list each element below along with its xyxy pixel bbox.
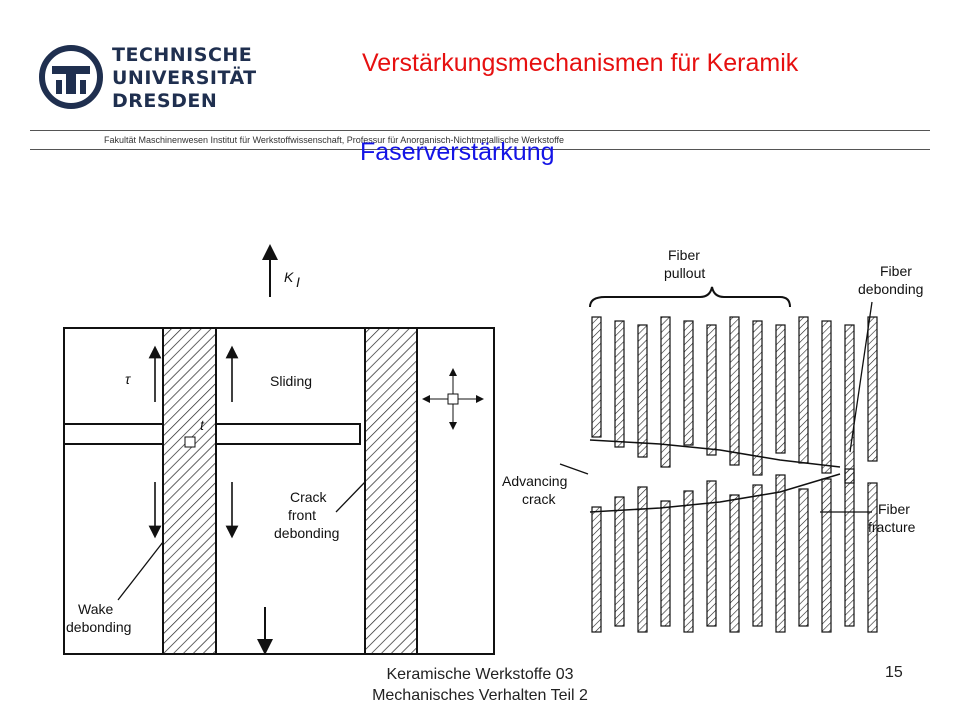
fiber-upper-segment: [614, 320, 625, 448]
fiber-fracture-label-1: Fiber: [878, 501, 910, 517]
tu-dresden-logo: TECHNISCHE UNIVERSITÄT DRESDEN: [38, 44, 262, 116]
leader-line: [335, 481, 366, 513]
slide-subtitle: Faserverstärkung: [360, 138, 555, 166]
fiber-lower-segment: [614, 496, 625, 627]
matrix-crack: [64, 423, 361, 445]
leader-line: [849, 301, 873, 453]
fiber-upper-segment: [683, 320, 694, 446]
fiber-upper-segment: [706, 324, 717, 456]
matrix-block-outline: [63, 327, 495, 655]
fiber-upper-segment: [844, 324, 855, 484]
fiber-lower-segment: [844, 468, 855, 627]
stress-intensity-subscript: I: [296, 274, 300, 290]
fiber-lower-segment: [798, 488, 809, 627]
logo-line-1: TECHNISCHE: [112, 44, 253, 66]
leader-line: [559, 463, 589, 475]
fiber-lower-segment: [867, 482, 878, 633]
crack-faces: [589, 439, 841, 513]
faculty-line: Fakultät Maschinenwesen Institut für Wer…: [104, 135, 565, 145]
fiber-lower-segment: [775, 474, 786, 633]
fiber-lower-segment: [821, 478, 832, 633]
pullout-brace: [589, 286, 791, 308]
advancing-crack-label-2: crack: [522, 491, 556, 507]
fiber-upper-segment: [591, 316, 602, 438]
thickness-label: t: [200, 417, 205, 433]
fiber-debonding-label-2: debonding: [858, 281, 923, 297]
fiber-upper-segment: [660, 316, 671, 468]
university-wordmark: TECHNISCHE UNIVERSITÄT DRESDEN: [112, 44, 257, 113]
crack-front-label-3: debonding: [274, 525, 339, 541]
fiber-reinforcement-figure: K I τ t Sliding Crack front debonding Wa…: [63, 244, 923, 655]
wake-label-1: Wake: [78, 601, 113, 617]
crack-front-label-2: front: [288, 507, 316, 523]
fiber-upper-segment: [729, 316, 740, 466]
fiber-upper-segment: [821, 320, 832, 474]
fiber-upper-segment: [637, 324, 648, 458]
fiber-lower-segment: [660, 500, 671, 627]
fiber-lower-segment: [706, 480, 717, 627]
stress-element: [447, 393, 459, 405]
university-seal-icon: [39, 45, 103, 109]
advancing-crack-label-1: Advancing: [502, 473, 567, 489]
fiber-left: [162, 327, 217, 655]
logo-line-3: DRESDEN: [112, 90, 218, 112]
shear-element: [184, 436, 196, 448]
fiber-lower-segment: [752, 484, 763, 627]
right-panel-schematic: Fiber pullout Fiber debonding Advancing …: [502, 247, 923, 633]
fiber-lower-segment: [637, 486, 648, 633]
footer-line-2: Mechanisches Verhalten Teil 2: [372, 687, 588, 704]
crack-front-label-1: Crack: [290, 489, 328, 505]
fiber-right: [364, 327, 418, 655]
fiber-pullout-label-2: pullout: [664, 265, 705, 281]
shear-stress-label: τ: [125, 371, 131, 387]
fiber-pullout-label-1: Fiber: [668, 247, 700, 263]
header-rule-top: [30, 130, 930, 131]
fiber-upper-segment: [752, 320, 763, 476]
fiber-lower-segment: [729, 494, 740, 633]
page-number: 15: [885, 664, 903, 681]
footer-course: Keramische Werkstoffe 03 Mechanisches Ve…: [0, 664, 960, 706]
fiber-array: [591, 316, 878, 633]
leader-line: [117, 541, 164, 601]
footer-line-1: Keramische Werkstoffe 03: [386, 666, 574, 683]
sliding-label: Sliding: [270, 373, 312, 389]
header-rule-bottom: [30, 149, 930, 150]
fiber-debonding-label-1: Fiber: [880, 263, 912, 279]
fiber-upper-segment: [867, 316, 878, 462]
stress-intensity-label: K: [284, 269, 294, 285]
logo-line-2: UNIVERSITÄT: [112, 67, 257, 89]
left-panel-schematic: K I τ t Sliding Crack front debonding Wa…: [63, 244, 495, 655]
fiber-lower-segment: [591, 506, 602, 633]
wake-label-2: debonding: [66, 619, 131, 635]
slide-title: Verstärkungsmechanismen für Keramik: [362, 49, 799, 77]
fiber-fracture-label-2: fracture: [868, 519, 916, 535]
fiber-upper-segment: [775, 324, 786, 454]
fiber-lower-segment: [683, 490, 694, 633]
fiber-upper-segment: [798, 316, 809, 464]
